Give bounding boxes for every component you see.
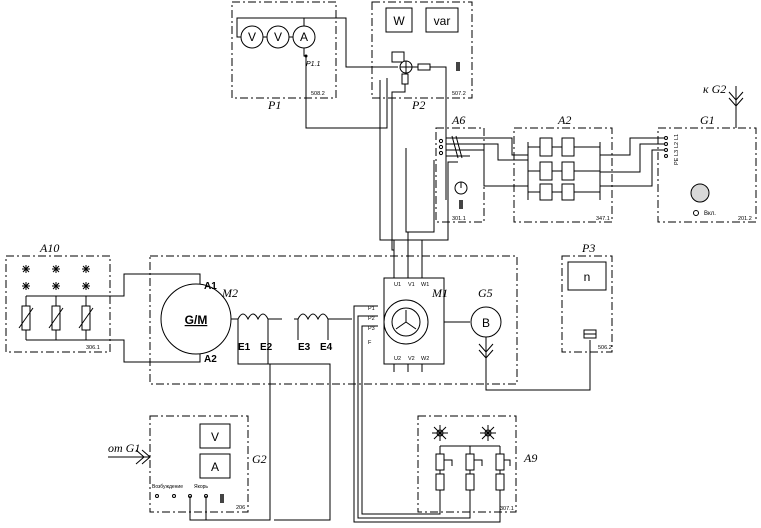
m1-u2: U2 — [394, 356, 401, 362]
p2-label: P2 — [411, 98, 425, 112]
shunt — [417, 63, 431, 71]
g1-frame — [657, 127, 757, 223]
a10-frame — [5, 255, 111, 353]
m2-term-a1: A1 — [204, 281, 217, 292]
p3-code: 506.2 — [598, 345, 612, 351]
m2-label: M2 — [221, 286, 238, 300]
a10-label: A10 — [39, 241, 59, 255]
g1-feed-label: к G2 — [703, 82, 726, 96]
m1-module: U1 V1 W1 U2 V2 W2 P1 P2 P3 F M1 — [368, 232, 470, 372]
m2-term-e2: E2 — [260, 342, 273, 353]
a2-module: A2 347.1 — [527, 113, 610, 222]
m1-p3: P3 — [368, 326, 375, 332]
p2-switch-icon — [456, 62, 460, 71]
speed-meter-label: n — [584, 270, 591, 284]
g2-code: 206 — [236, 505, 245, 511]
a2-label: A2 — [557, 113, 571, 127]
field-winding-1 — [237, 313, 269, 321]
a9-frame — [417, 415, 517, 513]
g2-ammeter-label: A — [211, 460, 219, 474]
g2-frame — [149, 415, 249, 513]
m1-f: F — [368, 340, 372, 346]
m2-term-e1: E1 — [238, 342, 251, 353]
a9-label: A9 — [523, 451, 537, 465]
machine-frame — [149, 255, 518, 385]
a6-frame — [435, 127, 485, 223]
g2-voltmeter — [199, 423, 231, 449]
p2-code: 507.2 — [452, 91, 466, 97]
g2-ctrl-armature: Якорь — [194, 484, 208, 490]
speed-meter — [567, 261, 607, 291]
g2-module: V A G2 от G1 Возбуждение Якорь 206 — [108, 364, 271, 521]
p3-label: P3 — [581, 241, 595, 255]
m1-p2: P2 — [368, 316, 375, 322]
voltmeter-1-label: V — [248, 30, 256, 44]
wattmeter-label: W — [393, 14, 405, 28]
a9-lamp-icon — [432, 425, 496, 441]
wattmeter — [385, 7, 413, 33]
g1-code: 201.2 — [738, 216, 752, 222]
a9-module: A9 307.1 — [432, 425, 537, 512]
m1-v1: V1 — [408, 282, 415, 288]
g2-from-label: от G1 — [108, 441, 140, 455]
a10-module: A10 306.1 — [18, 241, 201, 363]
g1-switch-label: Вкл. — [704, 211, 716, 217]
a6-module: A6 301.1 — [438, 113, 470, 222]
p1-code: 508.2 — [311, 91, 325, 97]
p1-label: P1 — [267, 98, 281, 112]
g1-term-l1: L1 — [674, 134, 680, 140]
m1-u1: U1 — [394, 282, 401, 288]
p2-frame — [371, 1, 473, 99]
a6-label: A6 — [451, 113, 465, 127]
p1-sub-label: P1.1 — [306, 61, 321, 68]
p2-resistor-icon — [401, 73, 409, 85]
a2-code: 347.1 — [596, 216, 610, 222]
m2-term-a2: A2 — [204, 354, 217, 365]
ammeter-label: A — [300, 30, 308, 44]
m2-core-label: G/M — [185, 313, 208, 327]
m2-term-e4: E4 — [320, 342, 333, 353]
g2-voltmeter-label: V — [211, 430, 219, 444]
g5-label: G5 — [478, 286, 493, 300]
m1-w1: W1 — [421, 282, 429, 288]
g2-label: G2 — [252, 452, 267, 466]
m1-w2: W2 — [421, 356, 429, 362]
g5-module: B G5 — [470, 286, 591, 391]
field-winding-2 — [297, 313, 329, 321]
p2-module: W var 507.2 P2 — [385, 7, 466, 148]
m1-p1: P1 — [368, 306, 375, 312]
m2-term-e3: E3 — [298, 342, 311, 353]
m2-module: G/M A1 A2 M2 E1 E2 E3 E4 — [160, 281, 352, 521]
p1-frame — [231, 1, 337, 99]
varmeter-label: var — [434, 14, 451, 28]
g2-ctrl-excitation: Возбуждение — [152, 484, 183, 490]
g2-ammeter — [199, 453, 231, 479]
p3-frame — [561, 255, 613, 353]
g1-term-l2: L2 — [674, 142, 680, 148]
transformer-icon — [539, 137, 553, 157]
g1-label: G1 — [700, 113, 715, 127]
p3-module: P3 n 506.2 — [567, 241, 612, 351]
g2-switch-icon — [220, 494, 224, 503]
current-coil — [391, 51, 405, 63]
g1-module: G1 к G2 L1 L2 L3 PE Вкл. 201.2 — [664, 82, 752, 222]
a6-code: 301.1 — [452, 216, 466, 222]
a9-code: 307.1 — [500, 506, 514, 512]
p1-module: V V A P1.1 508.2 P1 — [236, 17, 398, 129]
ground-arrow-icon — [728, 91, 744, 107]
varmeter — [425, 7, 459, 33]
feed-arrow-icon — [135, 449, 151, 465]
m1-v2: V2 — [408, 356, 415, 362]
lamp-icon — [22, 265, 90, 290]
power-switch-icon[interactable] — [690, 183, 710, 203]
m1-label: M1 — [431, 286, 448, 300]
g1-term-l3: L3 — [674, 150, 680, 156]
a10-code: 306.1 — [86, 345, 100, 351]
g5-ground-arrow-icon — [478, 343, 494, 359]
g5-core-label: B — [482, 316, 490, 330]
g1-term-pe: PE — [674, 157, 680, 165]
voltmeter-2-label: V — [274, 30, 282, 44]
a2-frame — [513, 127, 613, 223]
